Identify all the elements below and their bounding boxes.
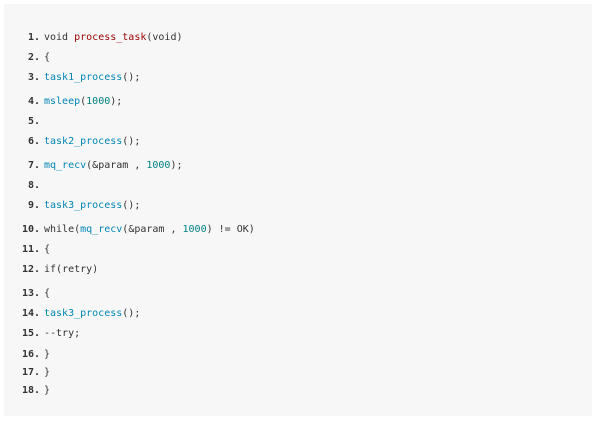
code-token: { [44,244,51,255]
code-token: (&param , [86,160,147,171]
code-line: 15.--try; [22,327,80,341]
code-token: void [44,32,75,43]
line-number: 14. [22,308,41,319]
line-number: 6. [27,136,40,147]
code-token: (); [122,136,141,147]
code-token: (); [122,200,141,211]
code-token: (&param , [122,224,183,235]
code-line: 1. void process_task(void) [22,31,183,45]
code-line: 4. msleep(1000); [22,95,122,109]
code-line: 9. task3_process(); [22,199,140,213]
code-line: 12.if(retry) [22,263,98,277]
code-token: task3_process [44,308,123,319]
code-block: 1. void process_task(void) 2. {3. task1_proc… [4,4,592,416]
code-token: ) != OK) [206,224,255,235]
line-number: 4. [27,96,40,107]
line-number: 7. [27,160,40,171]
code-token: } [44,349,51,360]
code-line: 10.while(mq_recv(&param , 1000) != OK) [22,223,255,237]
code-token: task2_process [44,136,123,147]
code-token: (void) [146,32,183,43]
code-token: (); [122,72,141,83]
code-token: 1000 [182,224,207,235]
line-number: 10. [22,224,41,235]
code-token: 1000 [86,96,111,107]
code-token: 1000 [146,160,171,171]
line-number: 18. [22,385,41,396]
code-token: ( [80,96,87,107]
code-line: 5. [22,115,44,129]
code-token: (); [122,308,141,319]
line-number: 5. [27,116,40,127]
code-token: { [44,288,51,299]
code-line: 2. { [22,51,50,65]
code-line: 16.} [22,348,50,362]
line-number: 3. [27,72,40,83]
line-number: 16. [22,349,41,360]
line-number: 11. [22,244,41,255]
code-token: msleep [44,96,81,107]
code-line: 7. mq_recv(&param , 1000); [22,159,183,173]
code-line: 13.{ [22,287,50,301]
code-token: ); [110,96,123,107]
code-token: mq_recv [44,160,87,171]
code-token: (retry) [56,264,99,275]
code-token: while [44,224,75,235]
code-token: mq_recv [80,224,123,235]
code-token: } [44,385,51,396]
line-number: 17. [22,367,41,378]
code-token: task1_process [44,72,123,83]
code-line: 17.} [22,366,50,380]
code-token: ( [74,224,81,235]
code-line: 14.task3_process(); [22,307,140,321]
code-line: 6. task2_process(); [22,135,140,149]
line-number: 12. [22,264,41,275]
line-number: 15. [22,328,41,339]
code-token: if [44,264,57,275]
line-number: 1. [27,32,40,43]
code-token: process_task [74,32,147,43]
code-token: } [44,367,51,378]
line-number: 13. [22,288,41,299]
code-token: task3_process [44,200,123,211]
code-token: ); [170,160,183,171]
code-line: 3. task1_process(); [22,71,140,85]
line-number: 2. [27,52,40,63]
code-line: 8. [22,179,44,193]
code-token: { [44,52,51,63]
line-number: 9. [27,200,40,211]
line-number: 8. [27,180,40,191]
code-line: 11.{ [22,243,50,257]
code-token: --try; [44,328,81,339]
code-line: 18.} [22,384,50,398]
